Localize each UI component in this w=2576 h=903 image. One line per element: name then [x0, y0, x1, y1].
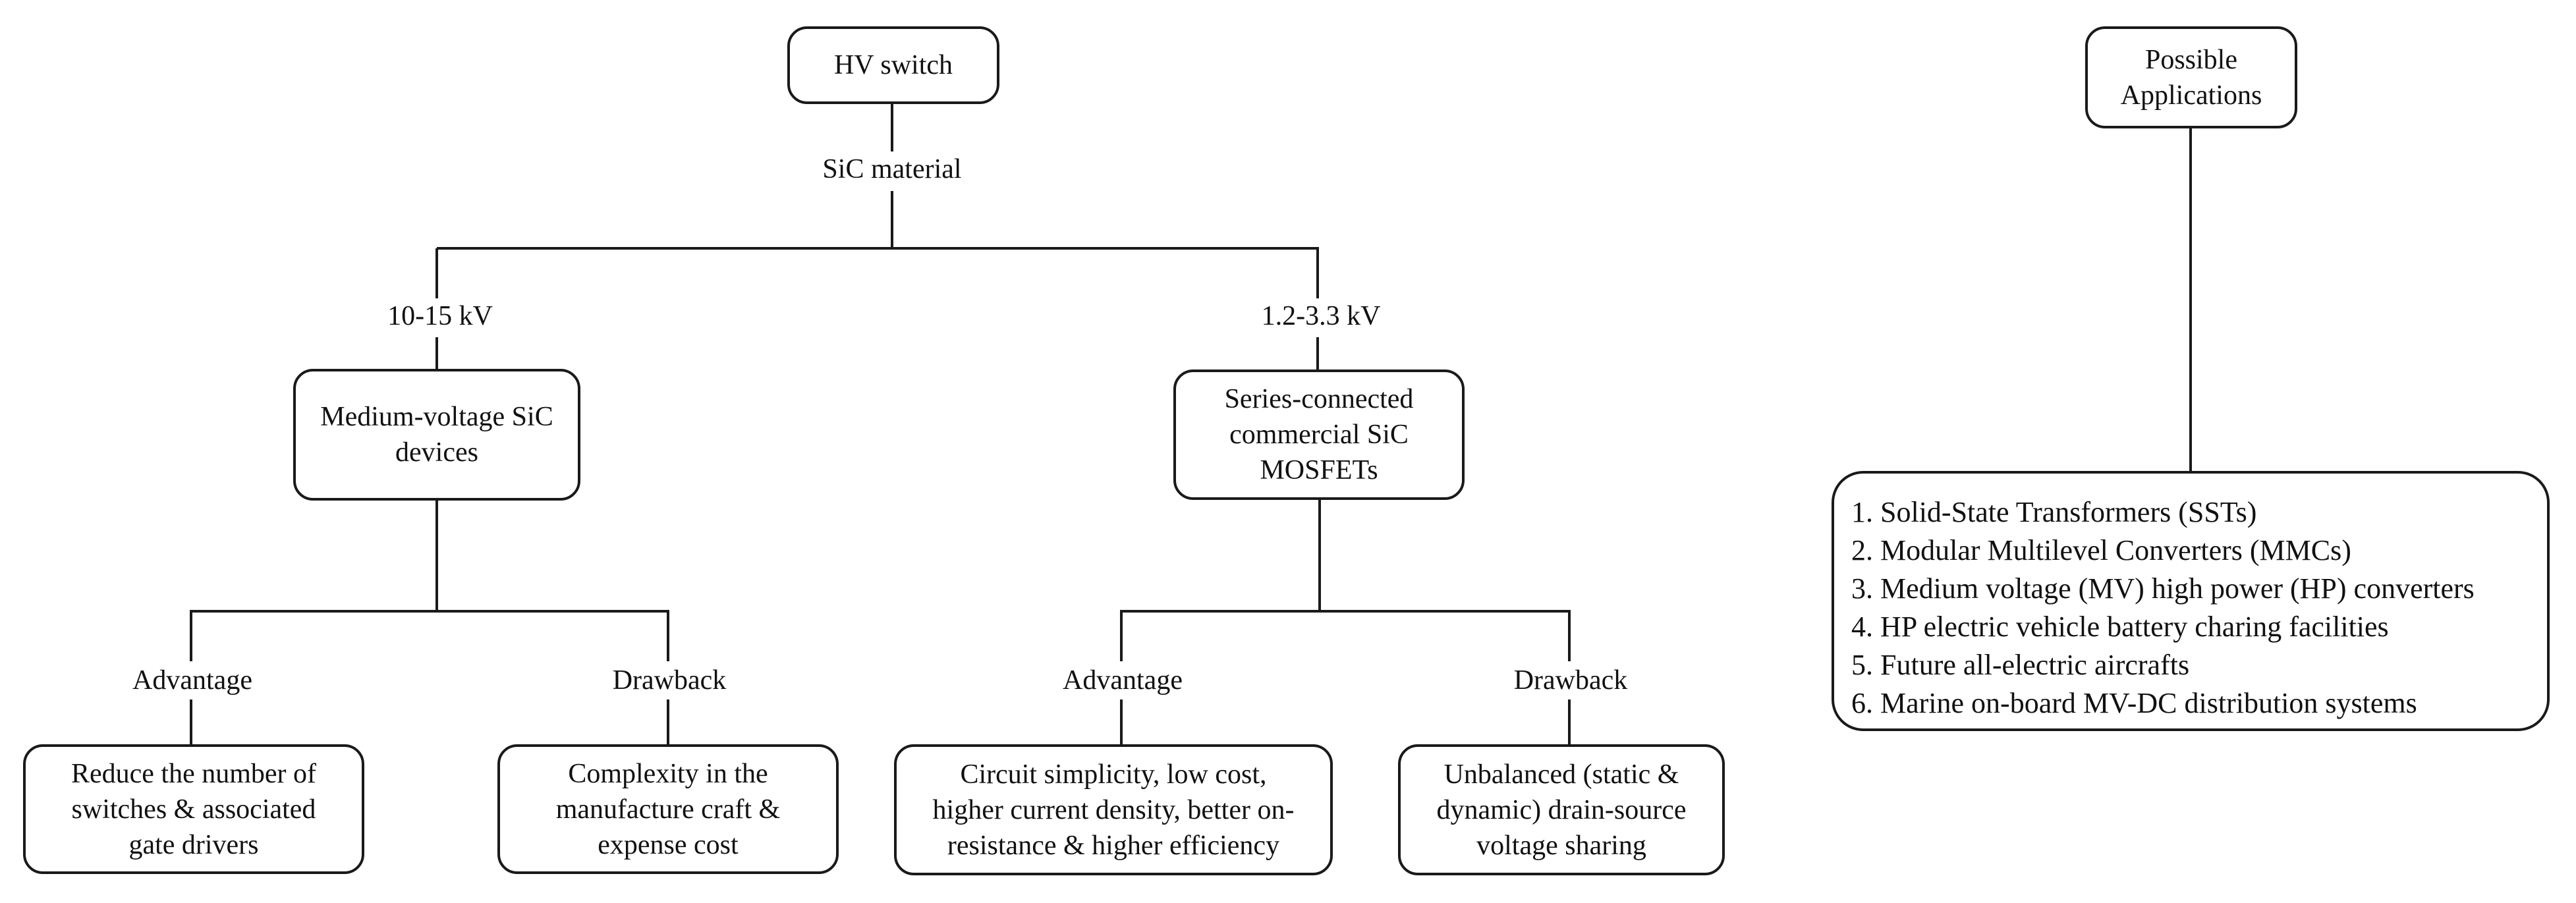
node-possible-applications: Possible Applications	[2085, 26, 2297, 128]
left-subtree-connector	[190, 610, 669, 613]
node-hv-switch-label: HV switch	[833, 50, 953, 80]
leaf-left-advantage: Reduce the number of switches & associat…	[23, 744, 364, 874]
right-branch-drop-lower	[1316, 337, 1319, 369]
right-branch-drop-upper	[1316, 248, 1319, 298]
applications-list: 1. Solid-State Transformers (SSTs) 2. Mo…	[1851, 493, 2475, 723]
left-subtree-trunk	[435, 501, 438, 610]
left-voltage-label: 10-15 kV	[387, 300, 493, 333]
leaf-right-drawback-text: Unbalanced (static & dynamic) drain-sour…	[1436, 759, 1687, 861]
applications-list-box: 1. Solid-State Transformers (SSTs) 2. Mo…	[1832, 471, 2550, 731]
node-series-connected-mosfets: Series-connected commercial SiC MOSFETs	[1173, 369, 1465, 500]
trunk-line-lower	[891, 191, 893, 248]
node-series-connected-label: Series-connected commercial SiC MOSFETs	[1224, 384, 1414, 485]
application-item-6: 6. Marine on-board MV-DC distribution sy…	[1851, 687, 2417, 719]
right-subtree-trunk	[1318, 500, 1321, 610]
left-drawback-label: Drawback	[612, 664, 727, 697]
right-drawback-drop-lower	[1568, 699, 1571, 744]
left-advantage-drop-upper	[190, 611, 192, 661]
application-item-5: 5. Future all-electric aircrafts	[1851, 649, 2190, 681]
left-advantage-drop-lower	[190, 699, 192, 744]
right-voltage-label: 1.2-3.3 kV	[1261, 300, 1381, 333]
top-branch-connector	[437, 247, 1319, 250]
node-hv-switch: HV switch	[787, 26, 999, 104]
trunk-line-upper	[891, 104, 893, 151]
trunk-label-sic-material: SiC material	[822, 153, 962, 186]
leaf-right-advantage-text: Circuit simplicity, low cost, higher cur…	[932, 759, 1295, 861]
applications-connector	[2189, 128, 2192, 471]
left-drawback-drop-upper	[667, 611, 669, 661]
application-item-1: 1. Solid-State Transformers (SSTs)	[1851, 496, 2257, 528]
leaf-left-drawback: Complexity in the manufacture craft & ex…	[497, 744, 839, 874]
right-subtree-connector	[1120, 610, 1571, 613]
left-branch-drop-upper	[435, 248, 438, 298]
leaf-left-advantage-text: Reduce the number of switches & associat…	[70, 758, 317, 860]
node-medium-voltage-label: Medium-voltage SiC devices	[320, 402, 553, 468]
right-advantage-drop-lower	[1120, 699, 1123, 744]
leaf-right-advantage: Circuit simplicity, low cost, higher cur…	[894, 744, 1333, 875]
left-branch-drop-lower	[435, 337, 438, 369]
leaf-left-drawback-text: Complexity in the manufacture craft & ex…	[555, 758, 781, 860]
right-drawback-label: Drawback	[1513, 664, 1628, 697]
node-possible-applications-label: Possible Applications	[2120, 44, 2262, 111]
right-advantage-drop-upper	[1120, 611, 1123, 661]
application-item-4: 4. HP electric vehicle battery charing f…	[1851, 611, 2389, 643]
leaf-right-drawback: Unbalanced (static & dynamic) drain-sour…	[1398, 744, 1725, 875]
left-advantage-label: Advantage	[132, 664, 252, 697]
node-medium-voltage-sic-devices: Medium-voltage SiC devices	[293, 369, 580, 501]
left-drawback-drop-lower	[667, 699, 669, 744]
application-item-2: 2. Modular Multilevel Converters (MMCs)	[1851, 534, 2351, 566]
right-advantage-label: Advantage	[1063, 664, 1183, 697]
application-item-3: 3. Medium voltage (MV) high power (HP) c…	[1851, 572, 2475, 605]
right-drawback-drop-upper	[1568, 611, 1571, 661]
